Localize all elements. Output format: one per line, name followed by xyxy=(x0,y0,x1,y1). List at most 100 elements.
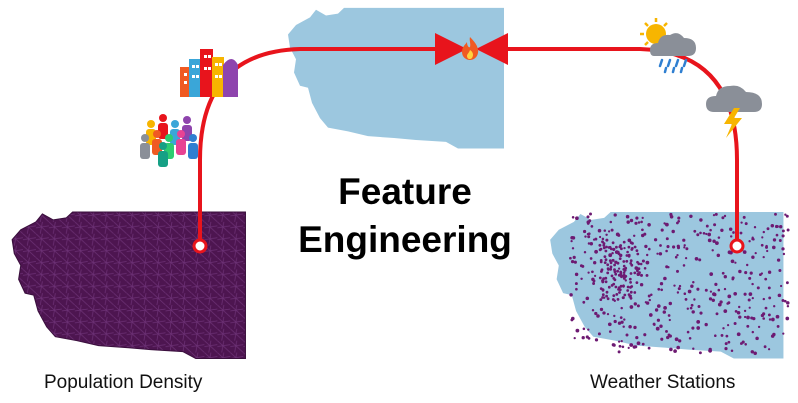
station-dot xyxy=(714,212,718,216)
station-dot xyxy=(627,238,632,243)
station-dot xyxy=(707,232,712,237)
station-dot xyxy=(723,214,727,218)
station-dot xyxy=(597,332,601,336)
station-dot xyxy=(714,334,717,337)
station-dot xyxy=(665,222,669,227)
station-dot xyxy=(613,314,616,318)
station-dot xyxy=(682,264,686,267)
station-dot xyxy=(775,233,779,237)
station-dot xyxy=(605,245,608,249)
station-dot xyxy=(677,287,681,291)
station-dot xyxy=(722,327,725,330)
station-dot xyxy=(751,255,755,259)
station-dot xyxy=(625,214,630,219)
station-dot xyxy=(721,216,725,220)
person-figure xyxy=(152,130,162,155)
station-dot xyxy=(756,286,760,290)
station-dot xyxy=(659,244,662,247)
station-dot xyxy=(626,250,629,254)
station-dot xyxy=(751,282,754,286)
station-dot xyxy=(581,336,585,340)
station-dot xyxy=(717,302,722,307)
station-dot xyxy=(749,271,753,275)
station-dot xyxy=(660,337,664,341)
station-dot xyxy=(752,316,756,321)
station-dot xyxy=(612,282,616,286)
station-dot xyxy=(620,306,623,310)
station-dot xyxy=(601,293,605,297)
station-dot xyxy=(633,245,637,249)
station-dot xyxy=(757,325,761,329)
station-dot xyxy=(615,245,618,249)
station-dot xyxy=(582,327,586,331)
station-dot xyxy=(746,315,750,320)
station-dot xyxy=(762,317,766,320)
station-dot xyxy=(711,298,715,302)
station-dot xyxy=(723,309,728,313)
station-dot xyxy=(581,264,585,268)
fire-icon xyxy=(462,37,479,60)
station-dot xyxy=(629,218,634,223)
station-dot xyxy=(762,297,766,301)
station-dot xyxy=(604,280,608,284)
station-dot xyxy=(611,298,615,301)
station-dot xyxy=(744,343,747,346)
station-dot xyxy=(682,238,686,242)
station-dot xyxy=(594,338,599,342)
station-dot xyxy=(708,297,713,301)
station-dot xyxy=(709,272,714,276)
station-dot xyxy=(676,269,679,273)
station-dot xyxy=(690,303,694,307)
station-dot xyxy=(629,259,633,263)
population-density-caption: Population Density xyxy=(44,372,203,393)
station-dot xyxy=(669,215,674,219)
station-dot xyxy=(635,249,639,253)
station-dot xyxy=(575,216,579,221)
station-dot xyxy=(687,289,692,294)
station-dot xyxy=(656,318,661,322)
station-dot xyxy=(608,259,612,262)
station-dot xyxy=(592,282,596,285)
station-dot xyxy=(755,336,759,341)
station-dot xyxy=(740,221,743,224)
station-dot xyxy=(613,270,617,274)
station-dot xyxy=(636,252,640,256)
station-dot xyxy=(779,225,783,229)
station-dot xyxy=(784,299,787,303)
station-dot xyxy=(667,314,671,317)
station-dot xyxy=(626,220,630,224)
station-dot xyxy=(612,343,616,347)
station-dot xyxy=(775,314,780,319)
station-dot xyxy=(587,337,591,340)
station-dot xyxy=(589,257,593,260)
station-dot xyxy=(635,335,639,340)
station-dot xyxy=(733,291,738,296)
station-dot xyxy=(629,343,634,347)
station-dot xyxy=(693,298,696,301)
station-dot xyxy=(702,231,706,235)
station-dot xyxy=(715,241,719,245)
station-dot xyxy=(712,213,716,217)
station-dot xyxy=(620,339,623,343)
station-dot xyxy=(655,326,660,331)
station-dot xyxy=(771,317,775,322)
station-dot xyxy=(602,246,606,250)
station-dot xyxy=(619,270,623,274)
station-dot xyxy=(611,258,615,262)
station-dot xyxy=(603,261,607,264)
station-dot xyxy=(704,288,708,292)
station-dot xyxy=(629,241,633,245)
station-dot xyxy=(628,324,632,329)
station-dot xyxy=(698,258,702,262)
station-dot xyxy=(650,293,653,297)
station-dot xyxy=(635,216,639,220)
station-dot xyxy=(726,323,730,327)
station-dot xyxy=(587,235,591,239)
station-dot xyxy=(760,243,764,247)
station-dot xyxy=(663,222,666,225)
station-dot xyxy=(717,288,721,292)
station-dot xyxy=(725,334,729,338)
station-dot xyxy=(629,286,632,289)
station-dot xyxy=(570,259,575,264)
